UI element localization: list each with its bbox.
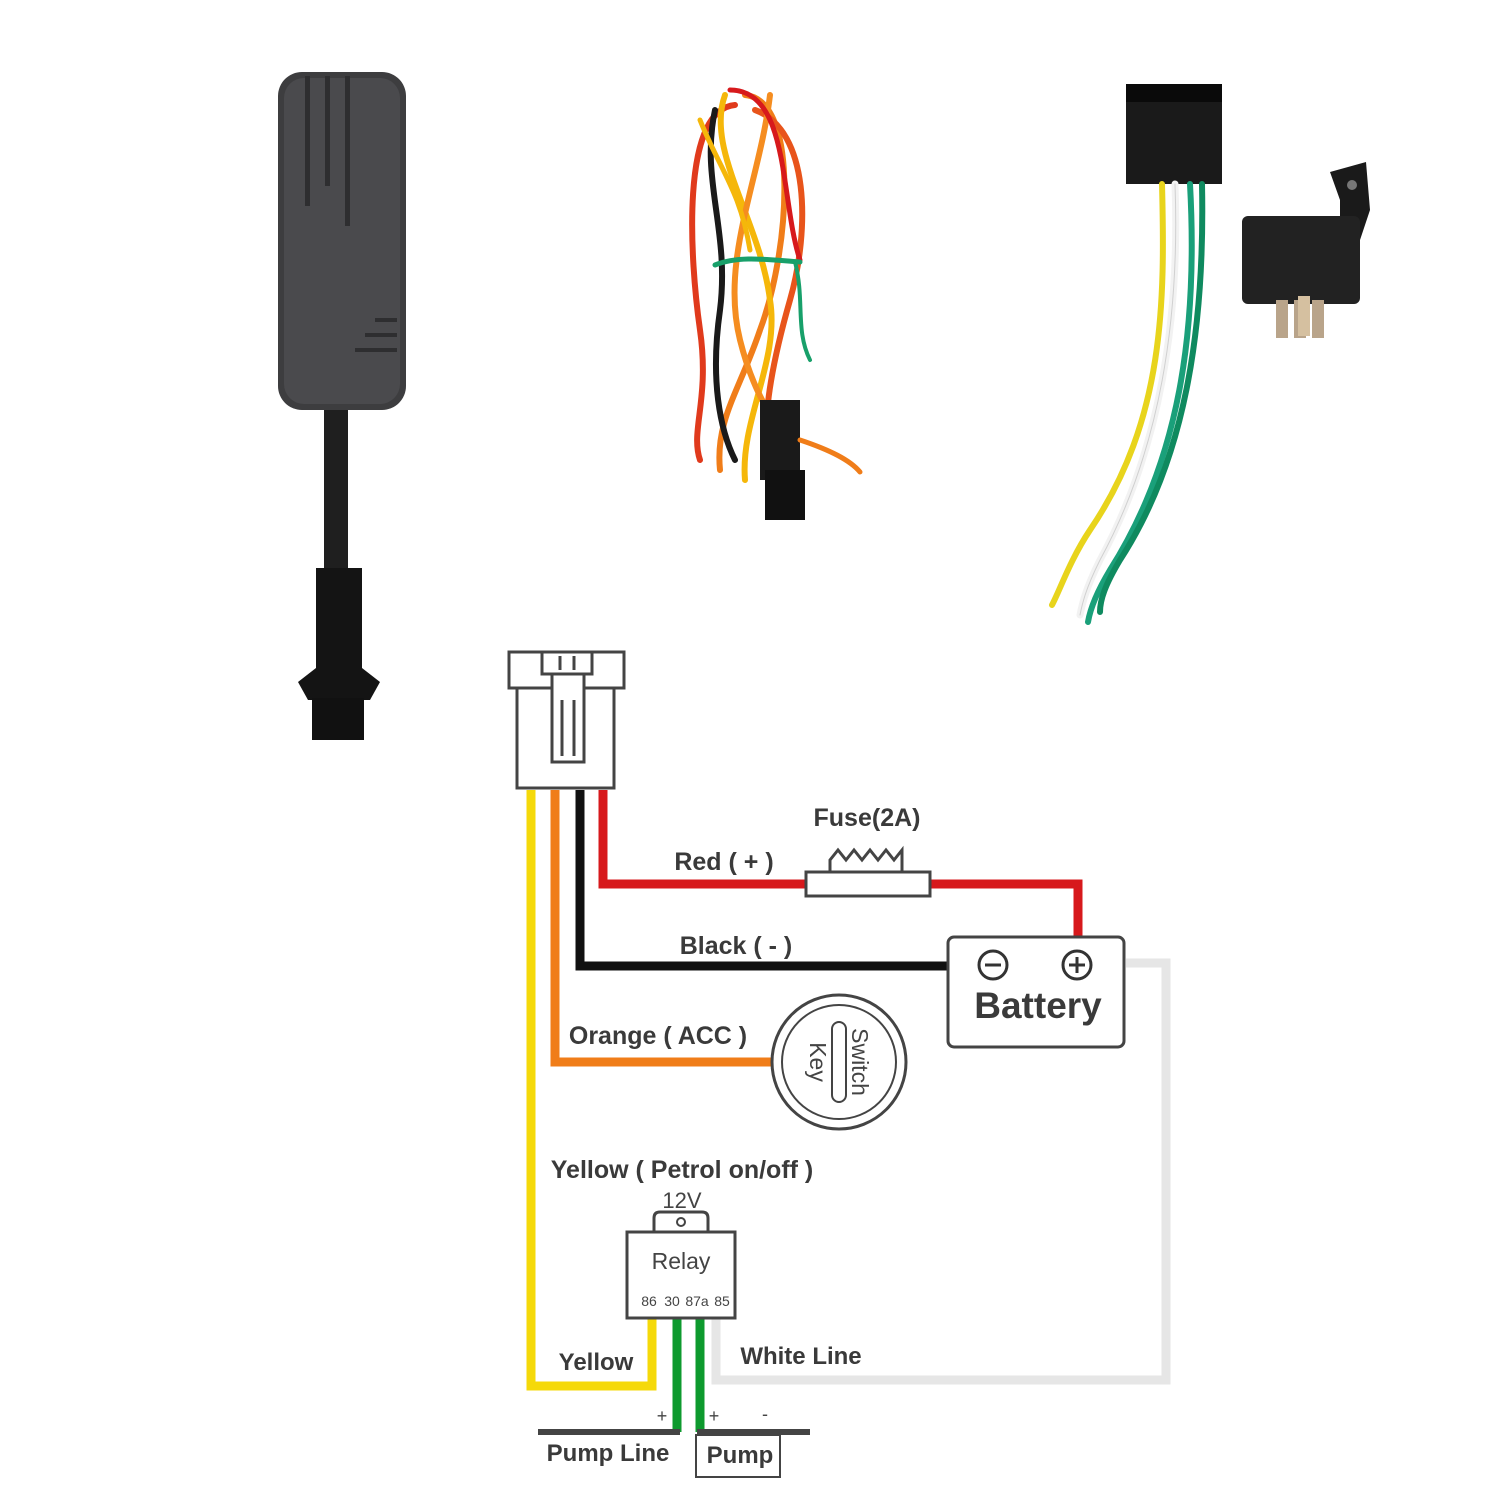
relay-image <box>1242 162 1370 338</box>
white-line-label: White Line <box>740 1343 861 1370</box>
black-wire-label: Black ( - ) <box>680 932 793 960</box>
relay-voltage-label: 12V <box>662 1188 701 1213</box>
yellow-wire-label: Yellow <box>559 1349 634 1376</box>
relay-pin-87a: 87a <box>685 1293 709 1309</box>
relay: Relay 86 30 87a 85 <box>625 1210 737 1320</box>
pump-minus-label: - <box>762 1404 768 1424</box>
pump-line-label: Pump Line <box>547 1440 670 1467</box>
battery-label: Battery <box>974 985 1102 1026</box>
pump-line-plus-label: + <box>657 1406 668 1426</box>
plus-circle-icon <box>1061 949 1093 981</box>
relay-pin-30: 30 <box>664 1293 680 1309</box>
gps-tracker-device-image <box>278 72 406 740</box>
minus-circle-icon <box>977 949 1009 981</box>
wire-harness-image <box>689 87 863 520</box>
fuse-label: Fuse(2A) <box>814 804 921 832</box>
red-wire-label: Red ( + ) <box>674 848 773 876</box>
relay-pin-86: 86 <box>641 1293 657 1309</box>
key-switch: Switch Key <box>770 993 908 1131</box>
yellow-petrol-label: Yellow ( Petrol on/off ) <box>551 1156 814 1184</box>
battery: Battery <box>946 935 1126 1049</box>
black-wire <box>575 790 948 971</box>
pump-label: Pump <box>707 1442 774 1469</box>
orange-wire <box>550 790 772 1067</box>
key-switch-label-switch: Switch <box>847 1028 873 1096</box>
fuse <box>804 845 932 898</box>
relay-pin-85: 85 <box>714 1293 730 1309</box>
yellow-wire <box>526 790 657 1391</box>
connector <box>507 650 626 790</box>
orange-wire-label: Orange ( ACC ) <box>569 1022 747 1050</box>
key-switch-label-key: Key <box>805 1042 831 1082</box>
relay-label: Relay <box>652 1248 711 1274</box>
red-wire <box>598 790 1083 936</box>
relay-socket-image <box>1049 84 1222 625</box>
pump-plus-label: + <box>709 1406 720 1426</box>
white-wire <box>711 958 1171 1385</box>
pump <box>695 1429 810 1478</box>
